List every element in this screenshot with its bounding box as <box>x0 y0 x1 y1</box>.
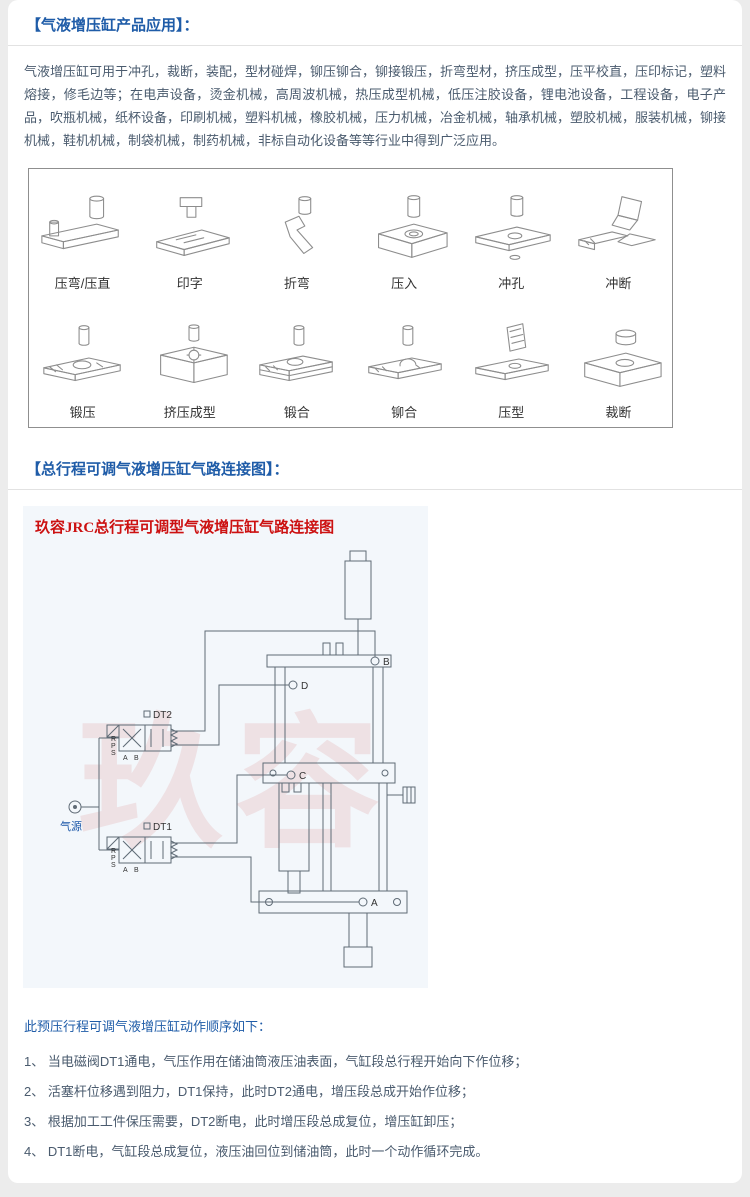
press-bend-illustration-icon <box>40 195 119 250</box>
sequence-intro: 此预压行程可调气液增压缸动作顺序如下： <box>24 1019 272 1034</box>
applications-grid: 压弯/压直 印字 折弯 压入 <box>28 168 673 428</box>
application-item: 压型 <box>458 298 565 427</box>
valve-dt1: DT1 R P S A B <box>106 822 179 874</box>
press-in-illustration-icon <box>378 195 448 258</box>
forge-join-illustration-icon <box>259 325 333 382</box>
application-item: 印字 <box>136 169 243 298</box>
port-b-label: B <box>383 657 390 668</box>
riveting-illustration-icon <box>368 325 442 380</box>
application-label: 裁断 <box>605 405 632 420</box>
booster-cylinder-assembly <box>258 550 416 968</box>
port-a-label: A <box>371 898 378 909</box>
application-item: 铆合 <box>350 298 457 427</box>
application-label: 冲断 <box>605 276 632 291</box>
svg-text:R: R <box>111 736 116 743</box>
cut-off-illustration-icon <box>578 196 657 251</box>
application-label: 印字 <box>176 276 203 291</box>
svg-text:B: B <box>134 755 139 762</box>
port-markers: B D C A <box>286 656 390 909</box>
cutting-illustration-icon <box>584 329 663 387</box>
application-label: 冲孔 <box>498 276 525 291</box>
application-label: 折弯 <box>283 276 310 291</box>
port-d-label: D <box>301 681 308 692</box>
application-label: 铆合 <box>391 405 418 420</box>
sequence-steps: 1、 当电磁阀DT1通电，气压作用在储油筒液压油表面，气缸段总行程开始向下作位移… <box>8 1041 742 1167</box>
piping-lines <box>81 630 376 903</box>
pneumatic-circuit-diagram: 气源 DT2 R P S A B <box>60 550 416 968</box>
air-source-label: 气源 <box>60 819 82 833</box>
valve-dt1-label: DT1 <box>153 822 172 833</box>
sequence-step: 3、 根据加工工件保压需要，DT2断电，此时增压段总成复位，增压缸卸压； <box>24 1114 463 1129</box>
svg-text:B: B <box>134 867 139 874</box>
application-item: 挤压成型 <box>136 298 243 427</box>
application-item: 折弯 <box>243 169 350 298</box>
application-item: 锻合 <box>243 298 350 427</box>
application-label: 锻合 <box>283 405 310 420</box>
section1-header: 【气液增压缸产品应用】： <box>8 0 742 46</box>
punching-illustration-icon <box>475 195 551 260</box>
svg-text:A: A <box>123 867 128 874</box>
air-source-symbol: 气源 <box>60 800 82 833</box>
application-item: 压入 <box>350 169 457 298</box>
application-item: 压弯/压直 <box>29 169 136 298</box>
diagram-title: 玖容JRC总行程可调型气液增压缸气路连接图 <box>35 520 335 536</box>
content-panel: 【气液增压缸产品应用】： 气液增压缸可用于冲孔，裁断，装配，型材碰焊，铆压铆合，… <box>8 0 742 1183</box>
valve-dt2: DT2 R P S A B <box>106 710 179 762</box>
svg-text:P: P <box>111 855 116 862</box>
section1-title: 【气液增压缸产品应用】： <box>26 17 199 34</box>
application-label: 挤压成型 <box>163 405 216 420</box>
sequence-step: 1、 当电磁阀DT1通电，气压作用在储油筒液压油表面，气缸段总行程开始向下作位移… <box>24 1054 528 1069</box>
valve-dt2-label: DT2 <box>153 710 172 721</box>
section2-title: 【总行程可调气液增压缸气路连接图】： <box>26 461 289 478</box>
pneumatic-diagram-panel: 玖容 玖容JRC总行程可调型气液增压缸气路连接图 气源 <box>23 506 428 988</box>
application-label: 压型 <box>498 405 525 420</box>
svg-text:A: A <box>123 755 128 762</box>
svg-text:P: P <box>111 743 116 750</box>
application-label: 锻压 <box>69 405 96 420</box>
printing-illustration-icon <box>155 197 230 256</box>
bending-illustration-icon <box>284 196 314 255</box>
application-item: 冲断 <box>565 169 672 298</box>
applications-paragraph: 气液增压缸可用于冲孔，裁断，装配，型材碰焊，铆压铆合，铆接锻压，折弯型材，挤压成… <box>24 64 727 148</box>
sequence-step: 4、 DT1断电，气缸段总成复位，液压油回位到储油筒，此时一个动作循环完成。 <box>24 1144 489 1159</box>
svg-text:S: S <box>111 750 116 757</box>
application-item: 锻压 <box>29 298 136 427</box>
svg-text:R: R <box>111 848 116 855</box>
application-item: 冲孔 <box>458 169 565 298</box>
port-c-label: C <box>299 771 306 782</box>
svg-text:S: S <box>111 862 116 869</box>
brand-watermark: 玖容 <box>78 706 392 866</box>
sequence-step: 2、 活塞杆位移遇到阻力，DT1保持，此时DT2通电，增压段总成开始作位移； <box>24 1084 474 1099</box>
forging-illustration-icon <box>42 325 121 382</box>
application-label: 压入 <box>391 276 418 291</box>
section2-header: 【总行程可调气液增压缸气路连接图】： <box>8 444 742 490</box>
press-forming-illustration-icon <box>475 323 549 381</box>
application-label: 压弯/压直 <box>54 276 111 291</box>
application-item: 裁断 <box>565 298 672 427</box>
extrusion-illustration-icon <box>159 324 228 384</box>
